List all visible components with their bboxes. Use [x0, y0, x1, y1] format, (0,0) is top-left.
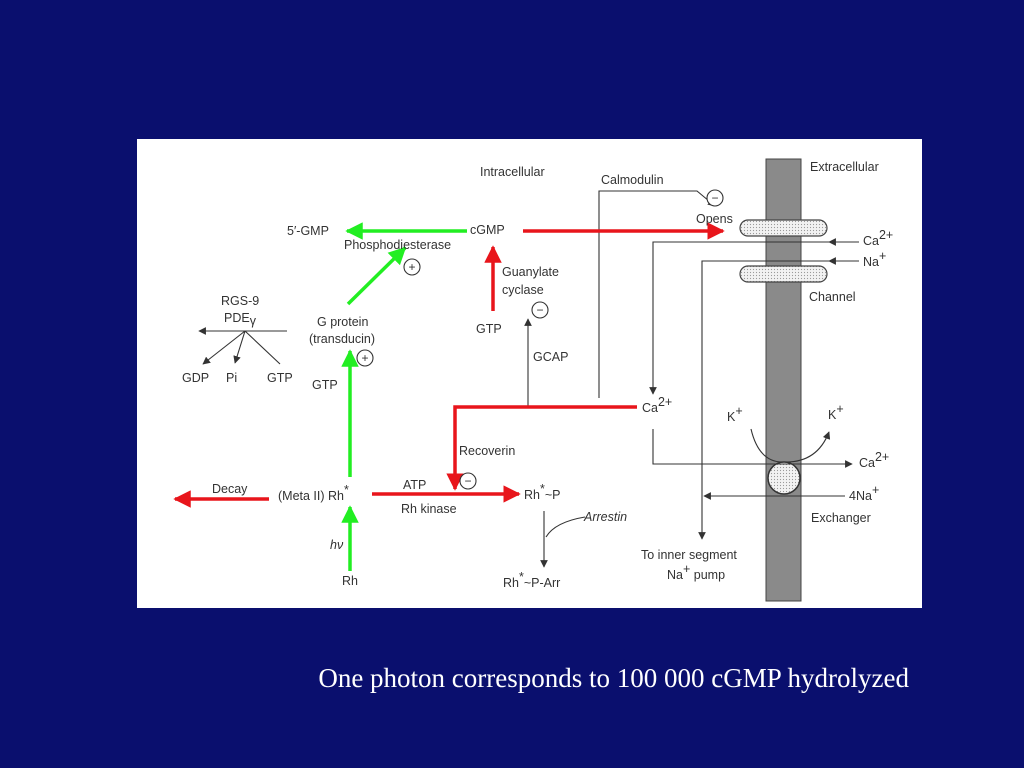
label-extracellular: Extracellular [810, 160, 879, 174]
pi-arrow [233, 330, 246, 364]
label-rh-kinase: Rh kinase [401, 502, 457, 516]
label-cgmp: cGMP [470, 223, 505, 237]
label-gtp-cyclase: GTP [476, 322, 502, 336]
label-guanylate: Guanylate [502, 265, 559, 279]
label-cyclase: cyclase [502, 283, 544, 297]
label-gtp-mid: GTP [312, 378, 338, 392]
exchanger-circle [767, 461, 801, 495]
cgmp-channel-bottom [739, 265, 828, 283]
label-na-pump: Na+ pump [667, 562, 725, 582]
label-5gmp: 5′-GMP [287, 224, 329, 238]
label-hv: hν [330, 538, 344, 552]
label-ca-mid: Ca2+ [642, 395, 672, 415]
label-arrestin: Arrestin [583, 510, 627, 524]
label-atp: ATP [403, 478, 426, 492]
ca-inward-line [649, 241, 829, 395]
transducin-plus-sign [356, 349, 374, 367]
label-gdp: GDP [182, 371, 209, 385]
ca-to-recoverin-arrow [446, 405, 637, 491]
label-rhp-arr: Rh*~P-Arr [503, 570, 560, 590]
phototransduction-diagram: − + − + − Intracellular Extracellular Ca… [173, 158, 893, 602]
calmodulin-minus-text: − [711, 191, 718, 205]
label-meta2: (Meta II) Rh* [278, 483, 349, 503]
label-rhp: Rh*~P [524, 482, 561, 502]
label-rh: Rh [342, 574, 358, 588]
label-channel: Channel [809, 290, 856, 304]
label-calmodulin: Calmodulin [601, 173, 664, 187]
recoverin-minus-sign [459, 472, 477, 490]
label-4na: 4Na+ [849, 483, 879, 503]
gdp-arrow [202, 330, 246, 365]
label-gtp-left: GTP [267, 371, 293, 385]
label-g-protein: G protein [317, 315, 368, 329]
diagram-panel: − + − + − Intracellular Extracellular Ca… [137, 139, 922, 608]
gtp-left-line [244, 330, 281, 365]
slide-caption: One photon corresponds to 100 000 cGMP h… [318, 663, 909, 693]
label-pde: PDEγ [224, 311, 257, 328]
label-opens: Opens [696, 212, 733, 226]
cgmp-channel-top [739, 219, 828, 237]
label-k-out: K+ [828, 402, 844, 422]
k-out-arc [783, 431, 831, 463]
label-decay: Decay [212, 482, 248, 496]
calmodulin-minus-sign [706, 189, 724, 207]
label-phosphodiesterase: Phosphodiesterase [344, 238, 451, 252]
calmodulin-line [598, 190, 716, 398]
guanylate-minus-text: − [536, 303, 543, 317]
ca-exchanger-line [652, 429, 853, 468]
recoverin-minus-text: − [464, 474, 471, 488]
guanylate-minus-sign [531, 301, 549, 319]
label-exchanger: Exchanger [811, 511, 871, 525]
label-intracellular: Intracellular [480, 165, 545, 179]
k-in-arc [750, 428, 785, 463]
label-to-inner-segment: To inner segment [641, 548, 737, 562]
label-recoverin: Recoverin [459, 444, 515, 458]
label-ca-top: Ca2+ [863, 228, 893, 248]
transducin-plus-text: + [361, 351, 368, 365]
label-pi: Pi [226, 371, 237, 385]
label-k-in: K+ [727, 404, 743, 424]
label-transducin: (transducin) [309, 332, 375, 346]
label-gcap: GCAP [533, 350, 568, 364]
label-ca-exchanger: Ca2+ [859, 450, 889, 470]
na-inward-line [698, 260, 829, 540]
pde-plus-text: + [408, 260, 415, 274]
pde-plus-sign [403, 258, 421, 276]
gprotein-to-pde-arrow [346, 246, 407, 306]
label-na-top: Na+ [863, 249, 886, 269]
label-rgs9: RGS-9 [221, 294, 259, 308]
arrestin-curve [545, 516, 586, 538]
